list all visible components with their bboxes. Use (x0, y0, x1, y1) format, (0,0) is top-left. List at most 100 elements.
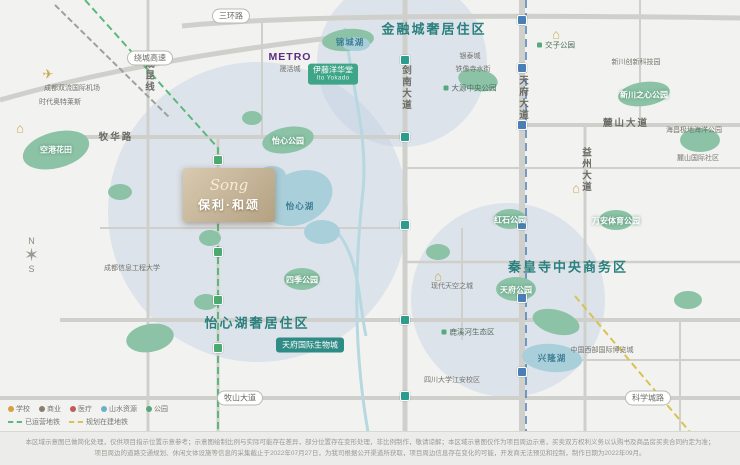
brand-label: METRO (268, 51, 312, 63)
road-name: 牧华路 (98, 132, 134, 143)
road-name: 剑南大道 (400, 65, 411, 111)
legend-dot-icon (70, 406, 76, 412)
road-name: 成昆线 (143, 58, 154, 94)
metro-station-icon (517, 367, 527, 377)
project-logo-script: Song (209, 175, 249, 194)
legend-item: 公园 (146, 404, 168, 414)
airport-icon: ✈ (42, 66, 54, 82)
metro-station-icon (213, 247, 223, 257)
metro-line-yellow (574, 295, 691, 432)
metro-station-icon (517, 293, 527, 303)
park-label: 怡心公园 (272, 136, 304, 146)
lake-label: 锦城湖 (335, 37, 365, 47)
legend-item: 学校 (8, 404, 30, 414)
legend-item: 医疗 (70, 404, 92, 414)
park-label: 鹿溪河生态区 (442, 327, 495, 338)
legend-item-label: 公园 (154, 406, 168, 413)
road-name: 天府大道 (517, 75, 528, 121)
compass: N ✶ S (24, 236, 39, 275)
disclaimer: 本区域示意图已做简化处理，仅供项目指示位置示意参考；示意图绘制比例与实际可能存在… (0, 431, 740, 465)
legend-item-label: 规划在建地铁 (86, 419, 128, 426)
legend-item-label: 已运营地铁 (25, 419, 60, 426)
lake-label: 怡心湖 (285, 201, 315, 211)
poi-label: 新川创新科技园 (611, 59, 661, 66)
compass-south-label: S (28, 264, 35, 275)
metro-station-icon (400, 220, 410, 230)
legend-item-label: 商业 (47, 406, 61, 413)
metro-line-green (84, 0, 219, 432)
metro-station-icon (213, 295, 223, 305)
poi-label: 银泰城 (459, 53, 481, 60)
park-label: 万安体育公园 (592, 216, 640, 226)
poi-label: 晟活城 (279, 66, 301, 73)
legend-item: 规划在建地铁 (69, 417, 128, 427)
park-label: 四季公园 (286, 275, 318, 285)
map-legend: 学校 商业 医疗 山水资源 公园 已运营地铁 规划在建地铁 (8, 401, 168, 427)
legend-dot-icon (8, 406, 14, 412)
road-name: 益州大道 (580, 147, 591, 193)
luxehills-icon: ⌂ (572, 180, 580, 196)
project-logo-name: 保利·和颂 (198, 197, 260, 212)
legend-item: 山水资源 (101, 404, 137, 414)
metro-station-icon (213, 343, 223, 353)
landmark-icon: ⌂ (16, 120, 24, 136)
park-label: 红石公园 (494, 215, 526, 225)
expo-center-icon: ⌂ (434, 268, 442, 284)
disclaimer-line-2: 项目周边的道路交通规划、休闲文体设施等信息的采集截止于2022年07月27日，为… (94, 449, 646, 457)
road-badge: 三环路 (212, 8, 250, 24)
metro-station-icon (400, 315, 410, 325)
legend-dot-icon (146, 406, 152, 412)
lake-label: 兴隆湖 (537, 353, 567, 363)
district-title: 金融城奢居住区 (381, 21, 487, 37)
metro-station-icon (213, 155, 223, 165)
compass-north-label: N (28, 236, 35, 246)
legend-poi-row: 学校 商业 医疗 山水资源 公园 (8, 404, 168, 414)
park-label: 交子公园 (537, 40, 575, 51)
metro-station-icon (517, 120, 527, 130)
poi-label: 时代奥特莱斯 (39, 99, 81, 106)
poi-badge: 天府国际生物城 (276, 337, 344, 353)
water-areas (258, 37, 582, 373)
road-name: 麓山大道 (602, 118, 650, 129)
compass-star-icon: ✶ (24, 245, 40, 266)
metro-station-icon (517, 15, 527, 25)
financial-city-icon: ⌂ (552, 26, 560, 42)
park-label: 新川之心公园 (620, 90, 668, 100)
metro-station-icon (517, 220, 527, 230)
project-logo: Song 保利·和颂 (183, 168, 275, 222)
poi-label: 成都信息工程大学 (104, 265, 160, 272)
legend-item-label: 医疗 (78, 406, 92, 413)
park-label: 天府公园 (500, 285, 532, 295)
poi-label: 中国西部国际博览城 (570, 347, 634, 354)
district-title: 怡心湖奢居住区 (204, 315, 310, 331)
map-canvas[interactable]: ✈⌂⌂⌂⌂ 金融城奢居住区秦皇寺中央商务区怡心湖奢居住区牧华路麓山大道剑南大道天… (0, 0, 740, 432)
poi-label: 海昌极地海洋公园 (666, 127, 722, 134)
disclaimer-line-1: 本区域示意图已做简化处理，仅供项目指示位置示意参考；示意图绘制比例与实际可能存在… (25, 439, 715, 447)
legend-line-icon (69, 421, 83, 423)
legend-item-label: 山水资源 (109, 406, 137, 413)
metro-station-icon (400, 55, 410, 65)
poi-badge-subtext: Ito Yokado (316, 75, 350, 82)
park-label: 大源中央公园 (444, 83, 497, 94)
park-label: 空港花田 (40, 145, 72, 155)
legend-dot-icon (101, 406, 107, 412)
metro-station-icon (517, 63, 527, 73)
poi-label: 铁像寺水街 (455, 66, 491, 73)
poi-label: 四川大学江安校区 (424, 377, 480, 384)
legend-metro-row: 已运营地铁 规划在建地铁 (8, 417, 168, 427)
metro-station-icon (400, 391, 410, 401)
road-badge: 牧山大道 (217, 390, 263, 406)
poi-label: 麓山国际社区 (677, 155, 719, 162)
road-badge: 科学城路 (625, 390, 671, 406)
road-badge: 绕城高速 (127, 50, 173, 66)
legend-item: 商业 (39, 404, 61, 414)
legend-item-label: 学校 (16, 406, 30, 413)
poi-label: 现代天空之城 (431, 283, 473, 290)
poi-label: 成都双流国际机场 (44, 85, 100, 92)
legend-line-icon (8, 421, 22, 423)
legend-item: 已运营地铁 (8, 417, 60, 427)
district-title: 秦皇寺中央商务区 (507, 259, 629, 275)
metro-station-icon (400, 132, 410, 142)
